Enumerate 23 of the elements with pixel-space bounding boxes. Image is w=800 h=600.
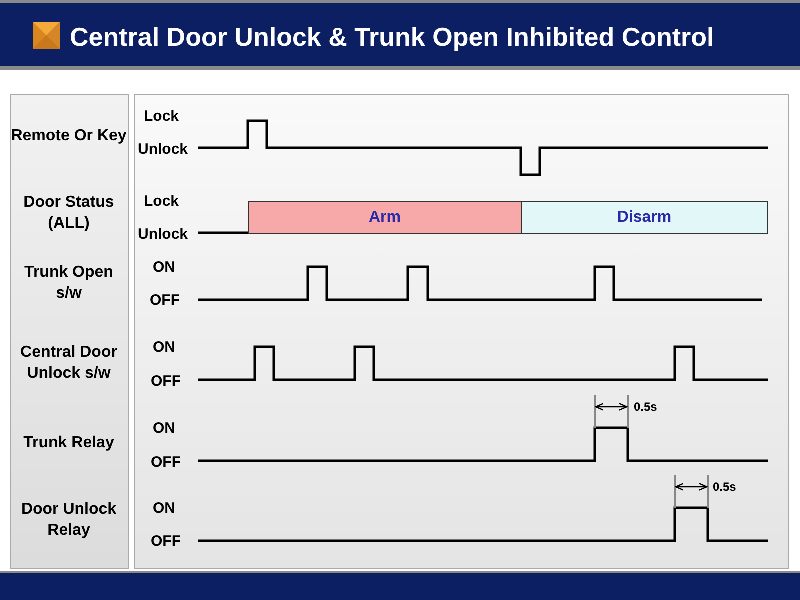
signal-name: Trunk Relay bbox=[22, 434, 116, 454]
signal-name: Trunk Open s/w bbox=[24, 263, 114, 304]
level-label: ON bbox=[153, 259, 176, 276]
level-label: Unlock bbox=[138, 141, 188, 158]
level-label: OFF bbox=[151, 533, 181, 550]
signal-name: Central Door Unlock s/w bbox=[20, 343, 118, 384]
level-label: ON bbox=[153, 339, 176, 356]
level-label: OFF bbox=[150, 292, 180, 309]
arm-band: Arm bbox=[248, 201, 522, 234]
title: Central Door Unlock & Trunk Open Inhibited Control bbox=[70, 21, 714, 53]
level-label: Unlock bbox=[138, 226, 188, 243]
level-label: Lock bbox=[144, 193, 180, 210]
signal-name: Door Status (ALL) bbox=[22, 193, 116, 234]
level-label: ON bbox=[153, 420, 176, 437]
signal-name: Door Unlock Relay bbox=[20, 500, 118, 541]
level-label: OFF bbox=[151, 373, 181, 390]
disarm-band: Disarm bbox=[521, 201, 768, 234]
signal-name: Remote Or Key bbox=[11, 126, 127, 146]
duration-label: 0.5s bbox=[713, 479, 736, 496]
level-label: ON bbox=[153, 500, 176, 517]
level-label: OFF bbox=[151, 454, 181, 471]
duration-label: 0.5s bbox=[634, 399, 658, 416]
level-label: Lock bbox=[144, 108, 180, 125]
